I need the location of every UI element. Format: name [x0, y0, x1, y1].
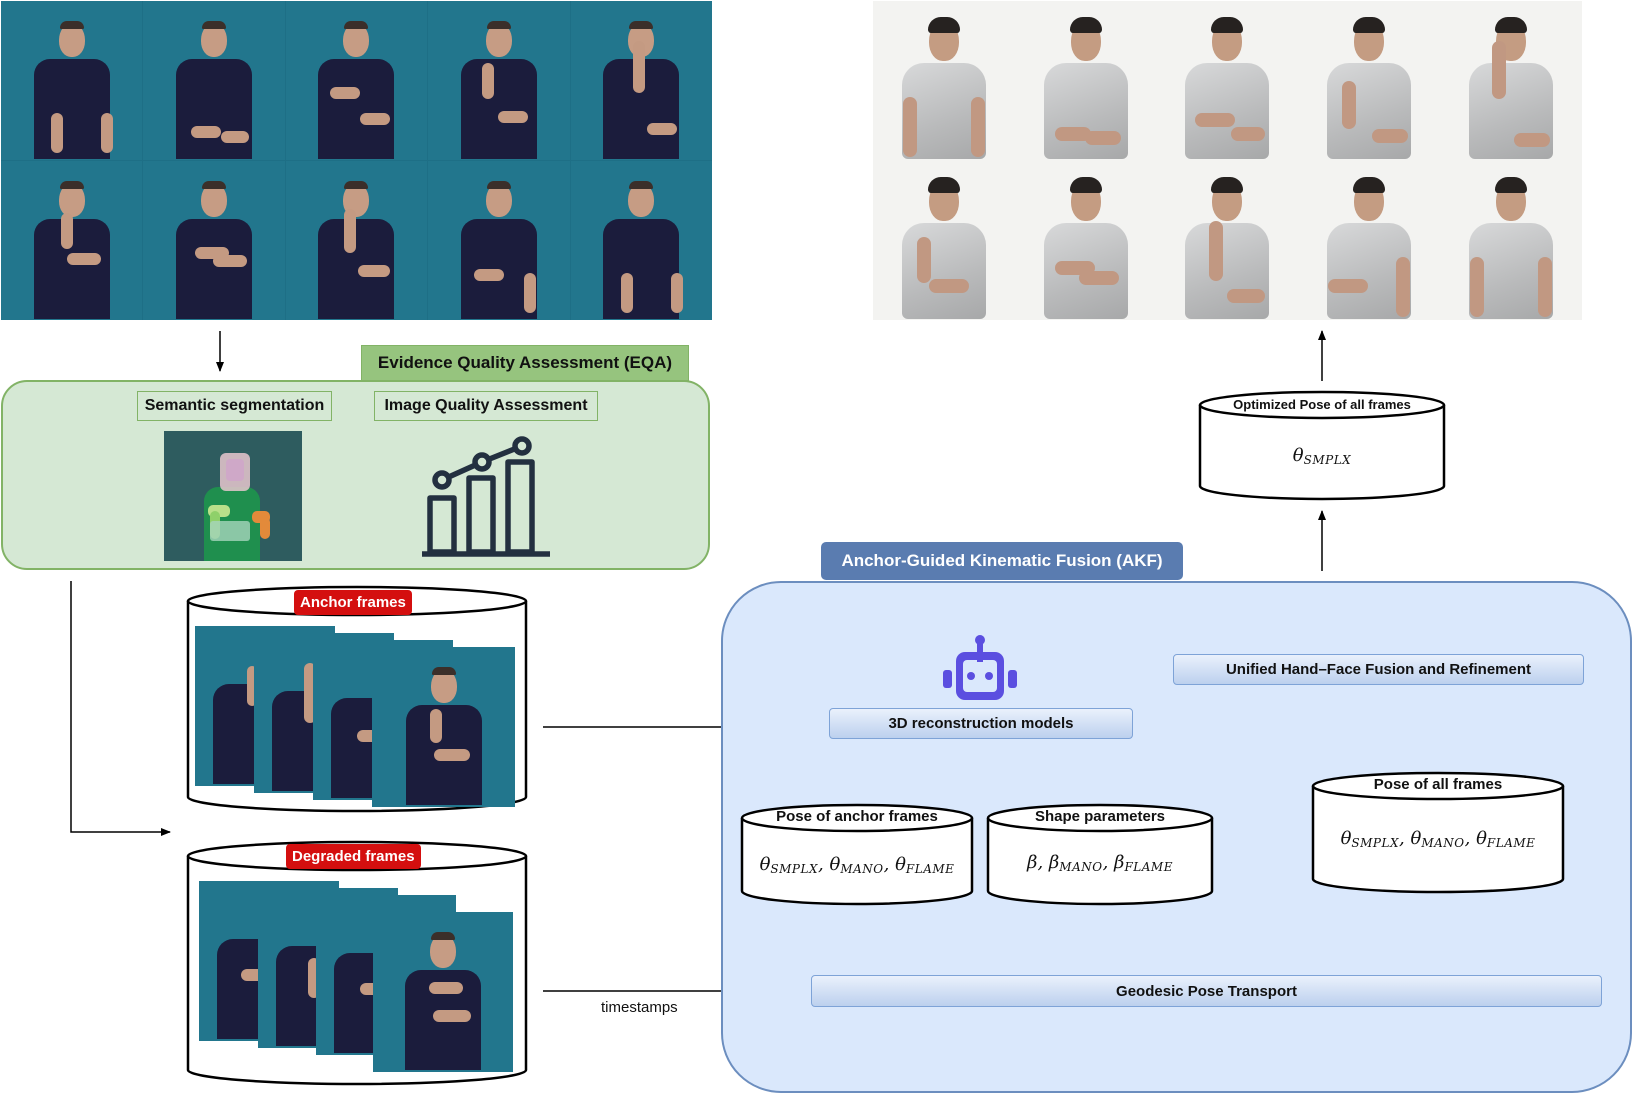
akf-title: Anchor-Guided Kinematic Fusion (AKF): [821, 542, 1183, 580]
bar-chart-trend-icon: [422, 436, 550, 557]
input-video-frames: [1, 1, 712, 320]
avatar-frame: [1440, 160, 1582, 320]
anchor-frame-4: [372, 647, 515, 807]
optimized-pose-label: Optimized Pose of all frames: [1233, 397, 1411, 412]
optimized-pose-symbols: θSMPLX: [1292, 445, 1352, 467]
semantic-segmentation-label: Semantic segmentation: [137, 391, 332, 421]
avatar-frame: [1156, 1, 1299, 161]
input-frame: [570, 161, 712, 320]
input-frame: [1, 1, 143, 160]
shape-params-label: Shape parameters: [1034, 808, 1166, 825]
eqa-panel: [1, 380, 710, 570]
avatar-frame: [1440, 1, 1582, 161]
eqa-title: Evidence Quality Assessment (EQA): [361, 345, 689, 381]
avatar-frame: [1298, 1, 1441, 161]
segmentation-thumbnail: [164, 431, 302, 561]
avatar-frame: [873, 160, 1015, 320]
geodesic-transport-box: Geodesic Pose Transport: [811, 975, 1602, 1007]
avatar-frame: [1156, 160, 1299, 320]
input-frame: [428, 1, 570, 160]
pose-anchor-label: Pose of anchor frames: [776, 808, 938, 825]
pose-all-cylinder: [1311, 771, 1565, 894]
input-frame: [143, 1, 285, 160]
unified-fusion-box: Unified Hand–Face Fusion and Refinement: [1173, 654, 1584, 685]
input-frame: [143, 161, 285, 320]
input-frame: [570, 1, 712, 160]
avatar-frame: [873, 1, 1015, 161]
anchor-frames-label: Anchor frames: [294, 590, 412, 615]
pose-anchor-symbols: θSMPLX, θMANO, θFLAME: [759, 854, 955, 876]
input-frame: [1, 161, 143, 320]
timestamps-label: timestamps: [601, 999, 678, 1016]
robot-icon: [943, 635, 1017, 700]
input-frame: [285, 161, 428, 320]
pose-all-symbols: θSMPLX, θMANO, θFLAME: [1340, 828, 1536, 850]
input-frame: [285, 1, 428, 160]
input-frame: [428, 161, 570, 320]
degraded-frames-label: Degraded frames: [286, 844, 421, 869]
avatar-frame: [1014, 160, 1157, 320]
output-avatar-frames: [873, 1, 1582, 320]
degraded-frame-4: [373, 912, 513, 1072]
reconstruction-models-box: 3D reconstruction models: [829, 708, 1133, 739]
arrow-eqa-to-degraded: [70, 581, 171, 836]
avatar-frame: [1298, 160, 1441, 320]
shape-params-cylinder: [986, 803, 1214, 906]
avatar-frame: [1014, 1, 1157, 161]
image-quality-assessment-label: Image Quality Assessment: [374, 391, 598, 421]
shape-params-symbols: β, βMANO, βFLAME: [1027, 852, 1173, 874]
pose-all-label: Pose of all frames: [1373, 776, 1503, 793]
optimized-pose-cylinder: [1198, 390, 1446, 501]
pose-anchor-cylinder: [740, 803, 974, 906]
